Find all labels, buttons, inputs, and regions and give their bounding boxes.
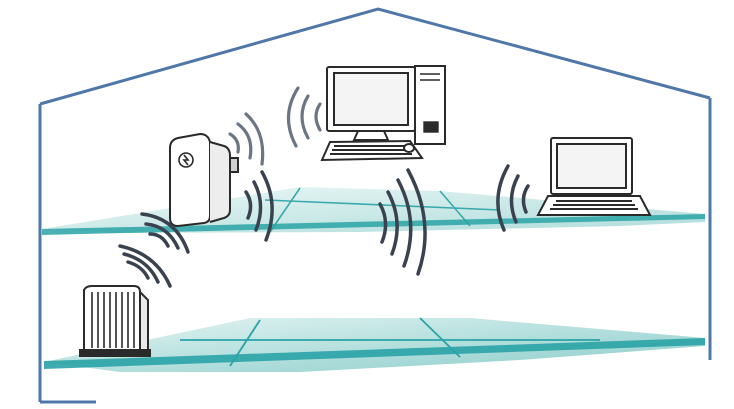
house-outline <box>38 7 712 404</box>
keyboard-keys <box>330 145 412 155</box>
wifi-router-icon <box>79 285 151 357</box>
signal-extender-right <box>244 170 274 242</box>
desktop-computer-icon <box>320 65 446 162</box>
signal-center <box>378 168 427 276</box>
lower-floor-front-edge <box>44 338 705 369</box>
signal-router <box>118 244 172 288</box>
monitor-stand <box>352 130 390 141</box>
router-side <box>139 289 149 353</box>
wireless-signal-icon <box>118 86 530 288</box>
monitor-screen <box>333 72 409 126</box>
extender-logo-icon <box>178 152 194 168</box>
tower-details <box>420 73 440 133</box>
extender-body <box>169 132 211 228</box>
lower-floor <box>44 317 705 372</box>
signal-desktop <box>286 86 322 148</box>
house-roof <box>39 7 711 106</box>
router-base <box>79 349 151 357</box>
lower-floor-grid <box>180 317 600 367</box>
extender-side <box>209 141 231 223</box>
range-extender-icon <box>169 132 239 228</box>
extender-plug <box>229 157 239 173</box>
laptop-screen <box>556 143 627 189</box>
laptop-keys <box>550 200 638 210</box>
signal-extender-left <box>140 212 190 254</box>
desktop-mouse <box>403 143 415 153</box>
signal-laptop <box>496 164 530 232</box>
laptop-icon <box>536 137 652 216</box>
router-fins <box>91 292 135 348</box>
upper-floor-front-edge <box>42 214 705 235</box>
signal-extender-top <box>228 112 265 166</box>
